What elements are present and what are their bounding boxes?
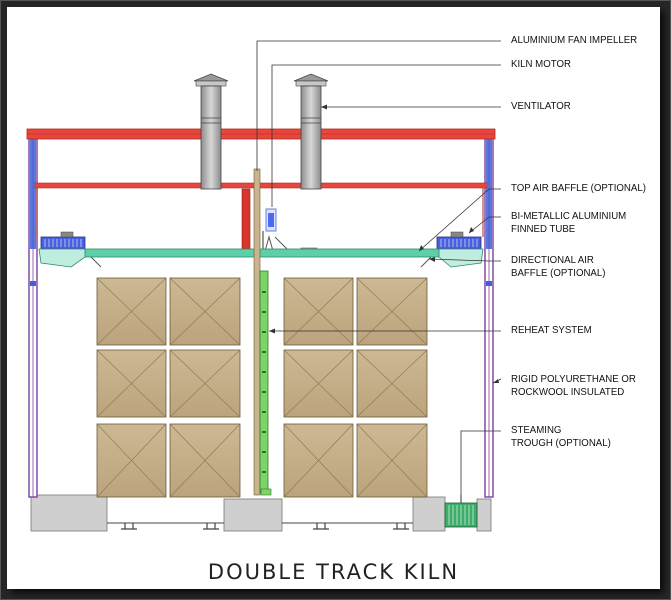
callout-steaming-trough: STEAMING TROUGH (OPTIONAL) — [511, 424, 611, 449]
callout-ventilator: VENTILATOR — [511, 100, 571, 112]
air-baffle — [38, 248, 484, 268]
leader-arrowheads — [269, 104, 499, 383]
finned-tube-unit — [40, 231, 482, 250]
callout-finned-tube: BI-METALLIC ALUMINIUM FINNED TUBE — [511, 210, 627, 235]
kiln-roof — [26, 128, 496, 237]
callout-insulation: RIGID POLYURETHANE OR ROCKWOOL INSULATED — [511, 373, 636, 398]
kiln-cross-section — [26, 40, 502, 532]
lumber-stack — [96, 277, 428, 498]
steaming-trough — [444, 495, 478, 528]
callout-fan-impeller: ALUMINIUM FAN IMPELLER — [511, 34, 638, 46]
drawing-sheet: ALUMINIUM FAN IMPELLER KILN MOTOR VENTIL… — [7, 7, 660, 589]
ventilator — [193, 73, 329, 190]
callout-kiln-motor: KILN MOTOR — [511, 58, 571, 70]
diagram-title: DOUBLE TRACK KILN — [207, 560, 460, 584]
foundation — [30, 494, 492, 532]
fan-motor-assembly — [241, 188, 318, 253]
leader-lines — [256, 40, 502, 495]
callout-directional-baffle: DIRECTIONAL AIR BAFFLE (OPTIONAL) — [511, 254, 606, 279]
callout-top-air-baffle: TOP AIR BAFFLE (OPTIONAL) — [511, 182, 646, 194]
callout-reheat-system: REHEAT SYSTEM — [511, 324, 592, 336]
